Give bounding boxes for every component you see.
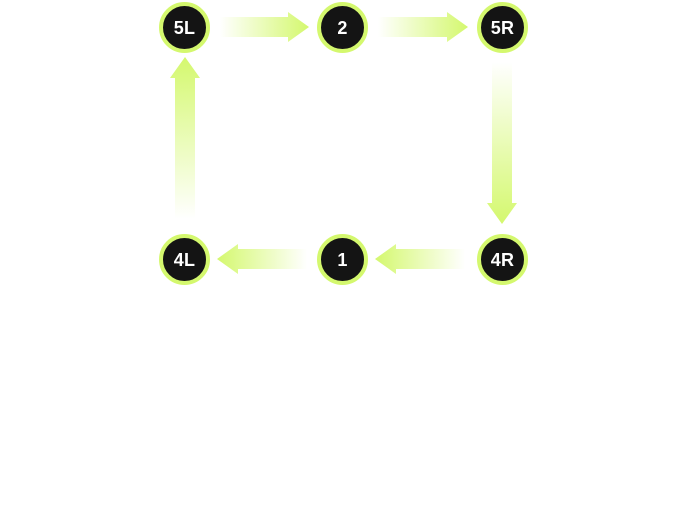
node-5R-label: 5R	[490, 17, 515, 38]
arrow-1-to-4L	[217, 244, 307, 274]
arrow-5R-to-4R	[487, 62, 517, 224]
node-1-label: 1	[337, 249, 348, 270]
node-2: 2	[317, 2, 368, 53]
arrow-4R-to-1	[375, 244, 465, 274]
node-1: 1	[317, 234, 368, 285]
node-5L-label: 5L	[173, 17, 196, 38]
arrow-5L-to-2	[220, 12, 309, 42]
node-5R: 5R	[477, 2, 528, 53]
arrow-4L-to-5L	[170, 57, 200, 219]
node-5L: 5L	[159, 2, 210, 53]
node-4R: 4R	[477, 234, 528, 285]
arrow-2-to-5R	[378, 12, 468, 42]
node-4L: 4L	[159, 234, 210, 285]
node-4R-label: 4R	[490, 249, 515, 270]
node-4L-label: 4L	[173, 249, 196, 270]
node-2-label: 2	[337, 17, 348, 38]
